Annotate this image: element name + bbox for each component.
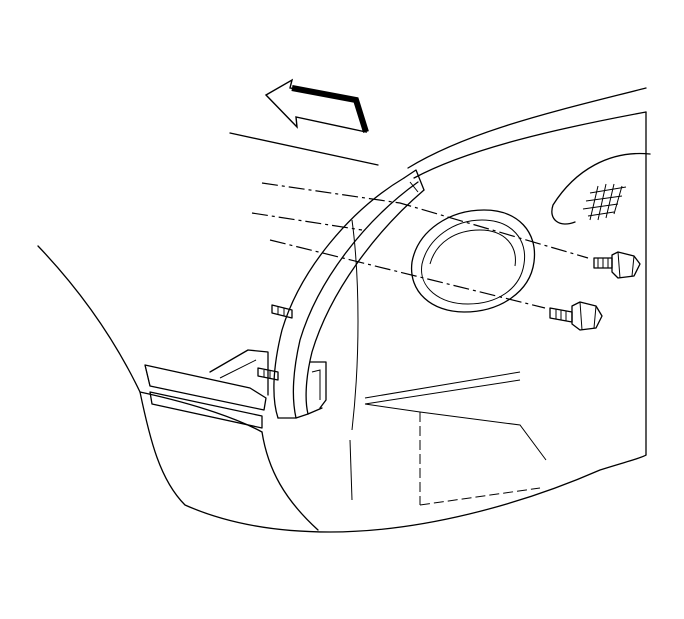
alignment-lines: [251, 182, 589, 309]
upper-bolt: [593, 251, 641, 279]
energy-absorber-bracket: [144, 169, 425, 429]
mounting-studs: [257, 304, 293, 381]
fog-lamp-opening: [410, 209, 536, 313]
bumper-fascia: [37, 111, 647, 533]
direction-arrow: [264, 78, 369, 133]
lower-bolt: [549, 301, 603, 331]
grille-mesh: [551, 152, 651, 225]
body-reference-lines: [229, 87, 647, 179]
